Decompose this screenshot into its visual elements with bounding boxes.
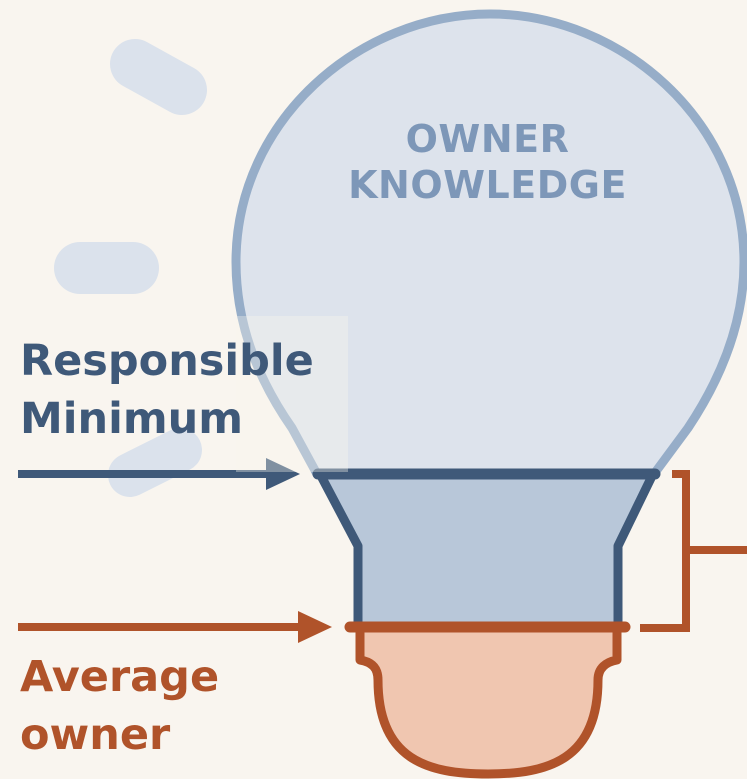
responsible-label-line1: Responsible [20,336,314,386]
average-owner-label: Average owner [20,648,219,764]
bulb-title-line2: KNOWLEDGE [348,163,627,207]
bulb-title-line1: OWNER [405,117,570,161]
responsible-label-line2: Minimum [20,394,244,444]
average-label-line2: owner [20,710,171,760]
average-label-line1: Average [20,652,220,702]
label-backdrop [236,316,348,472]
bulb-glass [231,9,747,479]
bulb-cap [355,623,622,779]
responsible-minimum-label: Responsible Minimum [20,332,314,448]
average-arrow-head [298,611,332,643]
bulb-neck [315,469,658,631]
bulb-title: OWNER KNOWLEDGE [300,116,675,208]
decor-dash-top [110,39,207,115]
responsible-arrow-head [266,458,300,490]
gap-bracket [640,470,747,632]
